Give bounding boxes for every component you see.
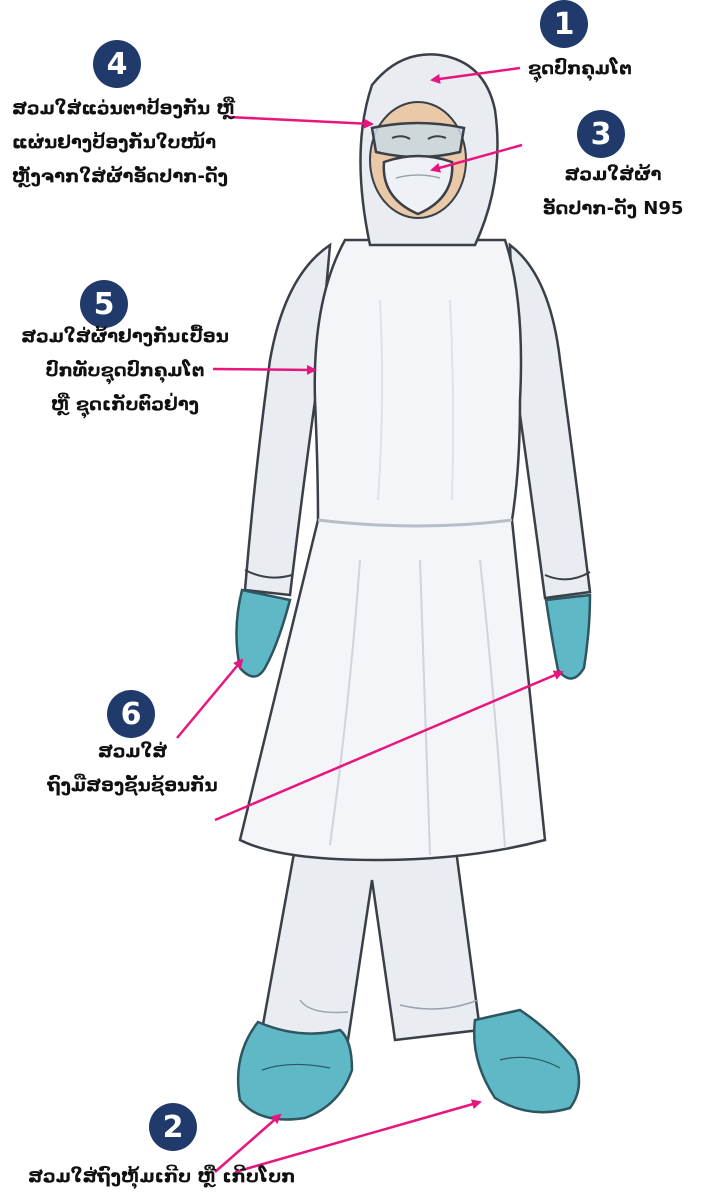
arrow-6a — [177, 660, 242, 738]
step-badge-1: 1 — [540, 0, 588, 48]
step-5-line-1: ສວມໃສ່ຜ້າຢາງກັນເປື້ອນ — [10, 320, 240, 354]
step-badge-2: 2 — [149, 1103, 197, 1151]
step-label-4: ສວມໃສ່ແວ່ນຕາປ້ອງກັນ ຫຼື ແຜ່ນຢາງປ້ອງກັນໃບ… — [12, 92, 235, 194]
step-label-6: ສວມໃສ່ ຖົງມືສອງຊັ້ນຊ້ອນກັນ — [30, 735, 235, 803]
step-4-line-1: ສວມໃສ່ແວ່ນຕາປ້ອງກັນ ຫຼື — [12, 92, 235, 126]
step-5-line-2: ປົກທັບຊຸດປົກຄຸມໂຕ — [10, 354, 240, 388]
step-1-line-1: ຊຸດປົກຄຸມໂຕ — [528, 52, 632, 86]
step-label-1: ຊຸດປົກຄຸມໂຕ — [528, 52, 632, 86]
goggles — [372, 123, 464, 157]
step-label-3: ສວມໃສ່ຜ້າ ອັດປາກ-ດັງ N95 — [538, 158, 688, 226]
step-badge-4: 4 — [93, 40, 141, 88]
arrow-4 — [228, 117, 372, 124]
step-4-line-2: ແຜ່ນຢາງປ້ອງກັນໃບໜ້າ — [12, 126, 235, 160]
step-badge-6: 6 — [107, 690, 155, 738]
step-5-line-3: ຫຼື ຊຸດເກັບຕົວຢ່າງ — [10, 388, 240, 422]
step-6-line-2: ຖົງມືສອງຊັ້ນຊ້ອນກັນ — [30, 769, 235, 803]
step-badge-3: 3 — [577, 110, 625, 158]
step-4-line-3: ຫຼັງຈາກໃສ່ຜ້າອັດປາກ-ດັງ — [12, 160, 235, 194]
step-label-2: ສວມໃສ່ຖົງຫຸ້ມເກີບ ຫຼື ເກີບໂບກ — [28, 1160, 296, 1194]
step-3-line-1: ສວມໃສ່ຜ້າ — [538, 158, 688, 192]
step-2-line-1: ສວມໃສ່ຖົງຫຸ້ມເກີບ ຫຼື ເກີບໂບກ — [28, 1160, 296, 1194]
step-label-5: ສວມໃສ່ຜ້າຢາງກັນເປື້ອນ ປົກທັບຊຸດປົກຄຸມໂຕ … — [10, 320, 240, 422]
step-6-line-1: ສວມໃສ່ — [30, 735, 235, 769]
step-3-line-2: ອັດປາກ-ດັງ N95 — [538, 192, 688, 226]
